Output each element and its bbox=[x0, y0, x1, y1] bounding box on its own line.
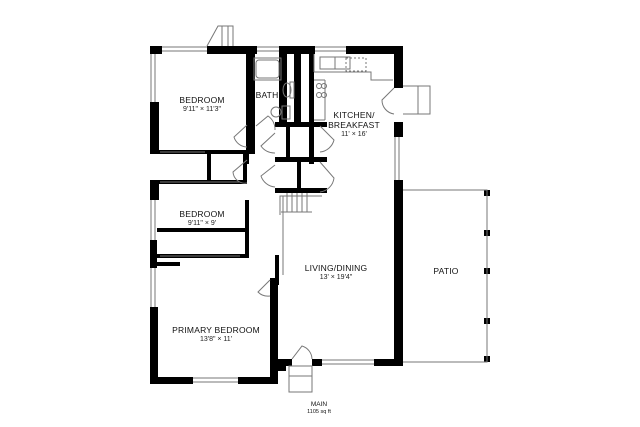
room-dimensions: 11' × 16' bbox=[341, 131, 367, 138]
floor-name: MAIN bbox=[310, 401, 328, 408]
room-name-line1: KITCHEN/ bbox=[333, 110, 375, 120]
room-name-line2: BREAKFAST bbox=[328, 120, 380, 130]
room-label-bedroom-1: BEDROOM 9'11" × 11'3" bbox=[179, 95, 224, 114]
thin-lines bbox=[150, 25, 488, 393]
room-label-primary-bedroom: PRIMARY BEDROOM 13'8" × 11' bbox=[172, 325, 260, 344]
floor-summary: MAIN 1105 sq ft bbox=[307, 401, 331, 416]
room-label-living-dining: LIVING/DINING 13' × 19'4" bbox=[305, 263, 368, 282]
room-dimensions: 9'11" × 9' bbox=[187, 220, 217, 227]
room-name: BATH bbox=[255, 90, 279, 100]
room-name: PATIO bbox=[433, 266, 459, 276]
room-label-bedroom-2: BEDROOM 9'11" × 9' bbox=[179, 209, 224, 228]
room-dimensions: 13' × 19'4" bbox=[319, 274, 353, 281]
room-name: BEDROOM bbox=[179, 95, 225, 105]
room-name: PRIMARY BEDROOM bbox=[172, 325, 260, 335]
room-dimensions: 9'11" × 11'3" bbox=[183, 106, 221, 113]
room-name: BEDROOM bbox=[179, 209, 225, 219]
room-label-patio: PATIO bbox=[433, 266, 458, 276]
room-dimensions: 13'8" × 11' bbox=[199, 336, 233, 343]
floor-area: 1105 sq ft bbox=[307, 409, 331, 415]
room-name: LIVING/DINING bbox=[304, 263, 368, 273]
room-label-kitchen: KITCHEN/ BREAKFAST 11' × 16' bbox=[328, 110, 380, 139]
room-label-bath: BATH bbox=[256, 90, 279, 100]
